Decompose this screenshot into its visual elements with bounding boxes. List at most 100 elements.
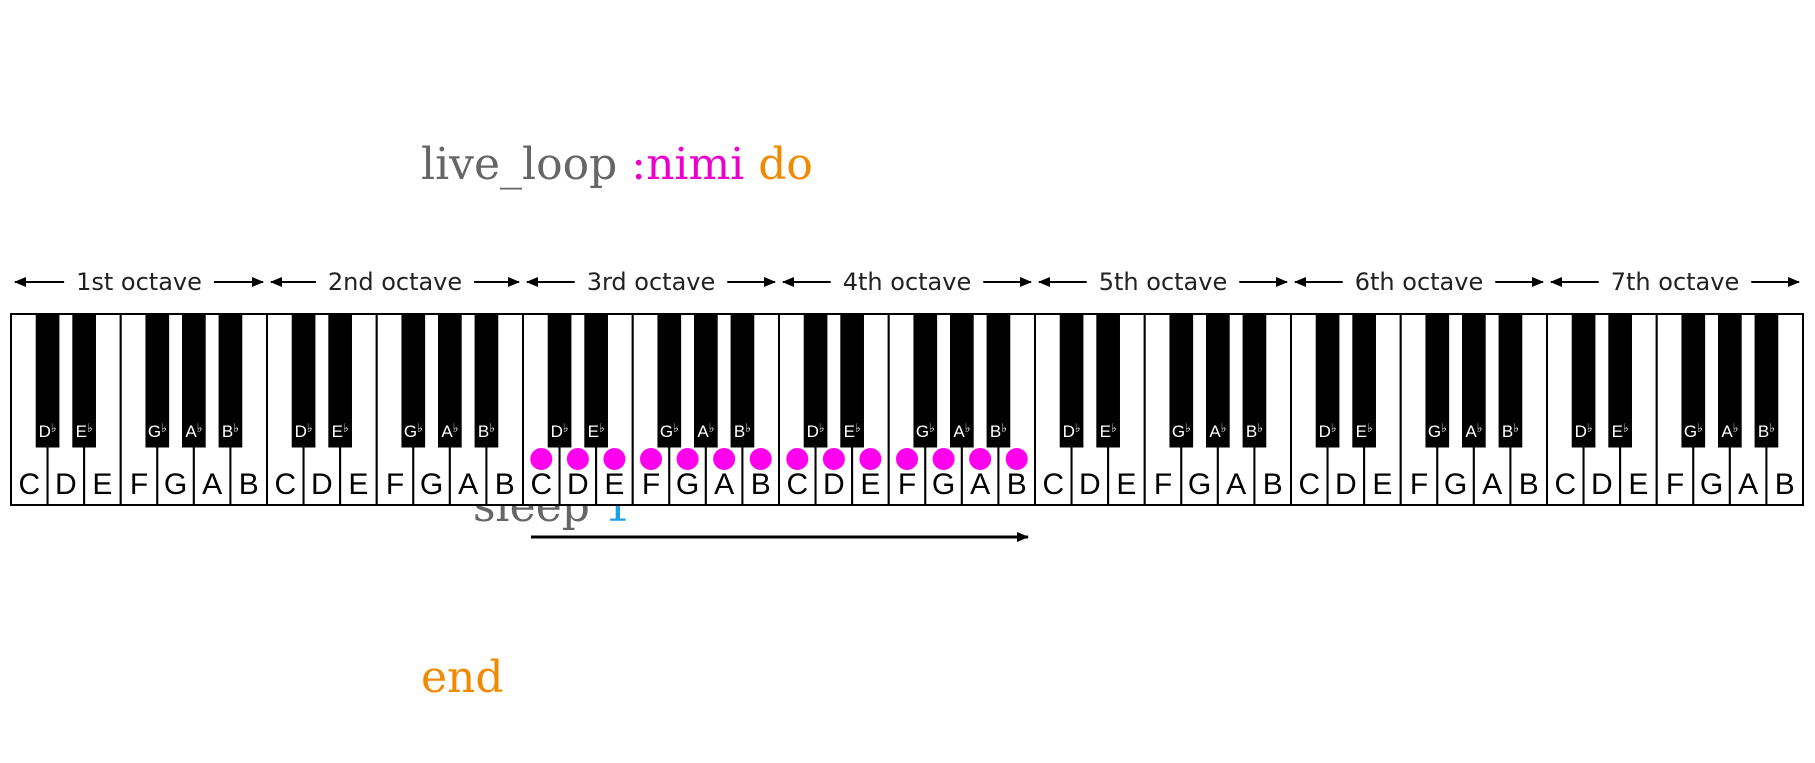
white-key-label: B bbox=[1775, 468, 1795, 501]
flat-sign: ♭ bbox=[1001, 421, 1007, 435]
black-key-label: D♭ bbox=[807, 421, 825, 441]
flat-sign: ♭ bbox=[673, 421, 679, 435]
flat-sign: ♭ bbox=[417, 421, 423, 435]
white-key-label: B bbox=[1263, 468, 1283, 501]
played-note-dot bbox=[713, 448, 736, 470]
black-key-label: B♭ bbox=[1502, 421, 1519, 441]
white-key-label: F bbox=[1666, 468, 1684, 501]
flat-sign: ♭ bbox=[709, 421, 715, 435]
flat-sign: ♭ bbox=[1513, 421, 1519, 435]
flat-sign: ♭ bbox=[1367, 421, 1373, 435]
flat-sign: ♭ bbox=[161, 421, 167, 435]
white-key-label: B bbox=[1519, 468, 1539, 501]
black-key-label: B♭ bbox=[734, 421, 751, 441]
black-key-label: E♭ bbox=[76, 421, 93, 441]
code-token: live_loop bbox=[421, 139, 632, 190]
flat-sign: ♭ bbox=[965, 421, 971, 435]
black-key-label: A♭ bbox=[441, 421, 458, 441]
played-note-dot bbox=[676, 448, 699, 470]
octave-label: 6th octave bbox=[1355, 268, 1483, 296]
black-key-label: D♭ bbox=[295, 421, 313, 441]
black-key-letter: G bbox=[404, 422, 417, 441]
code-line-1: live_loop :nimi do bbox=[421, 136, 1457, 193]
white-key-label: D bbox=[1079, 468, 1101, 501]
black-key-letter: G bbox=[660, 422, 673, 441]
played-note-dot bbox=[859, 448, 882, 470]
flat-sign: ♭ bbox=[1221, 421, 1227, 435]
black-key-label: E♭ bbox=[332, 421, 349, 441]
white-key-label: E bbox=[1116, 468, 1136, 501]
code-token: end bbox=[421, 652, 504, 703]
black-key-letter: E bbox=[1356, 422, 1367, 441]
black-key-letter: D bbox=[39, 422, 51, 441]
black-key-label: G♭ bbox=[916, 421, 935, 441]
black-key-label: D♭ bbox=[1319, 421, 1337, 441]
flat-sign: ♭ bbox=[819, 421, 825, 435]
black-key-label: E♭ bbox=[844, 421, 861, 441]
played-note-dot bbox=[749, 448, 772, 470]
black-key-label: E♭ bbox=[588, 421, 605, 441]
black-key-letter: D bbox=[295, 422, 307, 441]
black-key-label: B♭ bbox=[222, 421, 239, 441]
flat-sign: ♭ bbox=[745, 421, 751, 435]
played-note-dot bbox=[969, 448, 992, 470]
flat-sign: ♭ bbox=[51, 421, 57, 435]
white-key-label: A bbox=[202, 468, 222, 501]
flat-sign: ♭ bbox=[563, 421, 569, 435]
played-note-dot bbox=[896, 448, 918, 470]
white-key-label: C bbox=[18, 468, 40, 501]
white-key-label: B bbox=[1007, 468, 1027, 501]
white-key-label: G bbox=[164, 468, 187, 501]
white-key-label: C bbox=[1554, 468, 1576, 501]
white-key-label: A bbox=[970, 468, 990, 501]
flat-sign: ♭ bbox=[1733, 421, 1739, 435]
played-note-dot bbox=[640, 448, 662, 470]
flat-sign: ♭ bbox=[1587, 421, 1593, 435]
black-key-letter: D bbox=[1063, 422, 1075, 441]
white-key-label: A bbox=[458, 468, 478, 501]
black-key-label: A♭ bbox=[953, 421, 970, 441]
white-key-label: D bbox=[567, 468, 589, 501]
flat-sign: ♭ bbox=[855, 421, 861, 435]
black-key-letter: B bbox=[478, 422, 489, 441]
played-note-dot bbox=[1005, 448, 1028, 470]
flat-sign: ♭ bbox=[1697, 421, 1703, 435]
white-key-label: A bbox=[1738, 468, 1758, 501]
black-key-label: D♭ bbox=[1575, 421, 1593, 441]
flat-sign: ♭ bbox=[87, 421, 93, 435]
white-key-label: G bbox=[420, 468, 443, 501]
flat-sign: ♭ bbox=[197, 421, 203, 435]
black-key-letter: E bbox=[332, 422, 343, 441]
white-key-label: D bbox=[1335, 468, 1357, 501]
octave-label: 3rd octave bbox=[587, 268, 716, 296]
white-key-label: D bbox=[1591, 468, 1613, 501]
black-key-letter: A bbox=[185, 422, 197, 441]
flat-sign: ♭ bbox=[453, 421, 459, 435]
played-note-dot bbox=[822, 448, 845, 470]
black-key-letter: A bbox=[1209, 422, 1221, 441]
black-key-label: G♭ bbox=[1172, 421, 1191, 441]
white-key-label: B bbox=[239, 468, 259, 501]
white-key-label: G bbox=[676, 468, 699, 501]
flat-sign: ♭ bbox=[1441, 421, 1447, 435]
flat-sign: ♭ bbox=[1185, 421, 1191, 435]
black-key-letter: E bbox=[76, 422, 87, 441]
white-key-label: F bbox=[386, 468, 404, 501]
black-key-letter: B bbox=[222, 422, 233, 441]
black-key-label: E♭ bbox=[1612, 421, 1629, 441]
flat-sign: ♭ bbox=[1331, 421, 1337, 435]
white-key-label: G bbox=[1444, 468, 1467, 501]
black-key-label: D♭ bbox=[1063, 421, 1081, 441]
black-key-letter: G bbox=[148, 422, 161, 441]
octave-label: 4th octave bbox=[843, 268, 971, 296]
black-key-letter: B bbox=[734, 422, 745, 441]
black-key-label: G♭ bbox=[660, 421, 679, 441]
flat-sign: ♭ bbox=[233, 421, 239, 435]
black-key-label: G♭ bbox=[148, 421, 167, 441]
black-key-label: A♭ bbox=[697, 421, 714, 441]
black-key-letter: G bbox=[916, 422, 929, 441]
black-key-letter: B bbox=[1758, 422, 1769, 441]
flat-sign: ♭ bbox=[489, 421, 495, 435]
black-key-label: E♭ bbox=[1100, 421, 1117, 441]
